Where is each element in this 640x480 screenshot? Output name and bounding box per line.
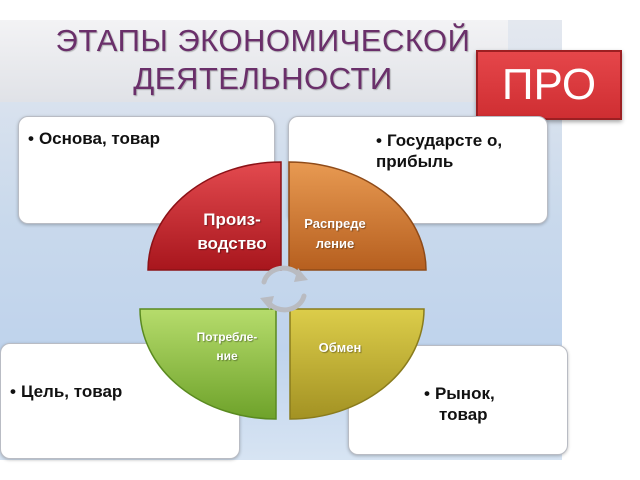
pro-badge: ПРО: [476, 50, 622, 120]
box-distribution-text: •Государсте о, прибыль: [376, 130, 502, 172]
cycle-arrowhead-icon: [260, 296, 274, 310]
segment-consumption: [139, 308, 277, 420]
segment-consumption-label-2: ние: [216, 349, 238, 363]
segment-distribution-label: Распреде ление: [295, 214, 375, 254]
title-line-1: ЭТАПЫ ЭКОНОМИЧЕСКОЙ: [55, 23, 471, 58]
bullet: •: [424, 384, 430, 403]
segment-exchange-label: Обмен: [318, 340, 362, 355]
title-bar: [0, 20, 508, 102]
segment-distribution: [288, 161, 427, 271]
box-production-text: •Основа, товар: [28, 128, 160, 149]
box-distribution-label-1: Государсте о,: [386, 131, 503, 150]
box-consumption-label: Цель, товар: [20, 382, 123, 401]
cycle-arrows-icon: [261, 265, 307, 313]
segment-distribution-label-1: Распреде: [304, 216, 366, 231]
segment-production-label: Произ- водство: [188, 208, 276, 256]
segment-production-label-1: Произ-: [203, 210, 261, 229]
segment-production-label-2: водство: [197, 234, 267, 253]
segment-production: [147, 161, 282, 271]
box-distribution-label-2: прибыль: [376, 152, 454, 171]
title-line-2: ДЕЯТЕЛЬНОСТИ: [133, 61, 393, 96]
box-production-label: Основа, товар: [38, 129, 160, 148]
segment-consumption-label-1: Потребле-: [196, 330, 258, 344]
segment-exchange: [289, 308, 425, 420]
bullet: •: [10, 382, 16, 401]
slide-title: ЭТАПЫ ЭКОНОМИЧЕСКОЙ ДЕЯТЕЛЬНОСТИ: [18, 22, 508, 98]
segment-consumption-label: Потребле- ние: [184, 328, 270, 366]
cycle-arrowhead-icon: [294, 268, 308, 282]
segment-distribution-label-2: ление: [315, 236, 355, 251]
box-exchange-label-2: товар: [439, 405, 488, 424]
box-consumption-text: •Цель, товар: [10, 381, 122, 402]
box-exchange-label-1: Рынок,: [434, 384, 495, 403]
bullet: •: [28, 129, 34, 148]
bullet: •: [376, 131, 382, 150]
box-exchange-text: •Рынок, товар: [424, 383, 495, 425]
